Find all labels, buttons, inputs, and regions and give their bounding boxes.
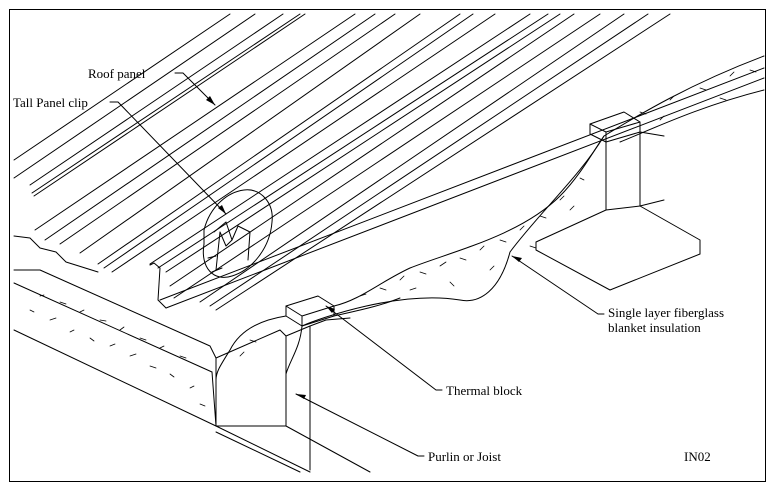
- tall-panel-clip-label: Tall Panel clip: [13, 95, 88, 110]
- drawing-code: IN02: [684, 449, 711, 464]
- front-thermal-block: [285, 295, 351, 327]
- purlin-label: Purlin or Joist: [428, 449, 501, 464]
- front-purlin: [215, 319, 371, 473]
- roof-panel: [13, 13, 765, 311]
- thermal-block-label: Thermal block: [446, 383, 523, 398]
- foreground-insulation: [13, 269, 217, 427]
- blanket-insulation: [215, 55, 765, 381]
- leader-lines: [109, 72, 605, 457]
- roof-panel-label: Roof panel: [88, 66, 146, 81]
- back-thermal-block: [589, 111, 665, 143]
- leader-arrowheads: [206, 96, 522, 399]
- insulation-label-line2: blanket insulation: [608, 320, 701, 335]
- back-purlin: [535, 131, 701, 291]
- drawing-frame: [9, 9, 766, 482]
- insulation-label-line1: Single layer fiberglass: [608, 305, 725, 320]
- insulation-label: Single layer fiberglass blanket insulati…: [608, 305, 724, 335]
- panel-clip-detail: [202, 189, 273, 278]
